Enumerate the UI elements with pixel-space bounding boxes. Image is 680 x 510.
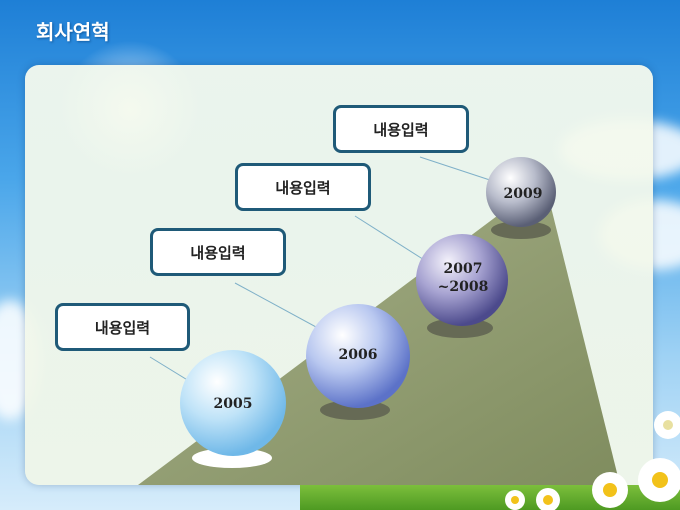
year-label: 2007 ~2008 — [428, 260, 498, 296]
year-label-line: 2007 — [443, 261, 483, 277]
daisy-flower — [592, 472, 628, 508]
content-input-box[interactable]: 내용입력 — [333, 105, 469, 153]
daisy-flower — [638, 458, 680, 502]
year-sphere-2009 — [486, 157, 556, 227]
year-sphere-2005 — [180, 350, 286, 456]
year-label-line: ~2008 — [437, 279, 489, 295]
year-label: 2006 — [338, 347, 378, 363]
content-input-box[interactable]: 내용입력 — [55, 303, 190, 351]
year-label: 2009 — [503, 186, 543, 202]
content-input-box[interactable]: 내용입력 — [150, 228, 286, 276]
daisy-flower — [536, 488, 560, 510]
year-sphere-2007-2008 — [416, 234, 508, 326]
sphere-base — [491, 221, 551, 239]
daisy-flower — [505, 490, 525, 510]
page-title: 회사연혁 — [36, 20, 110, 44]
year-label: 2005 — [213, 396, 253, 412]
daisy-flower — [654, 411, 680, 439]
sphere-base — [192, 448, 272, 468]
year-sphere-2006 — [306, 304, 410, 408]
content-input-box[interactable]: 내용입력 — [235, 163, 371, 211]
